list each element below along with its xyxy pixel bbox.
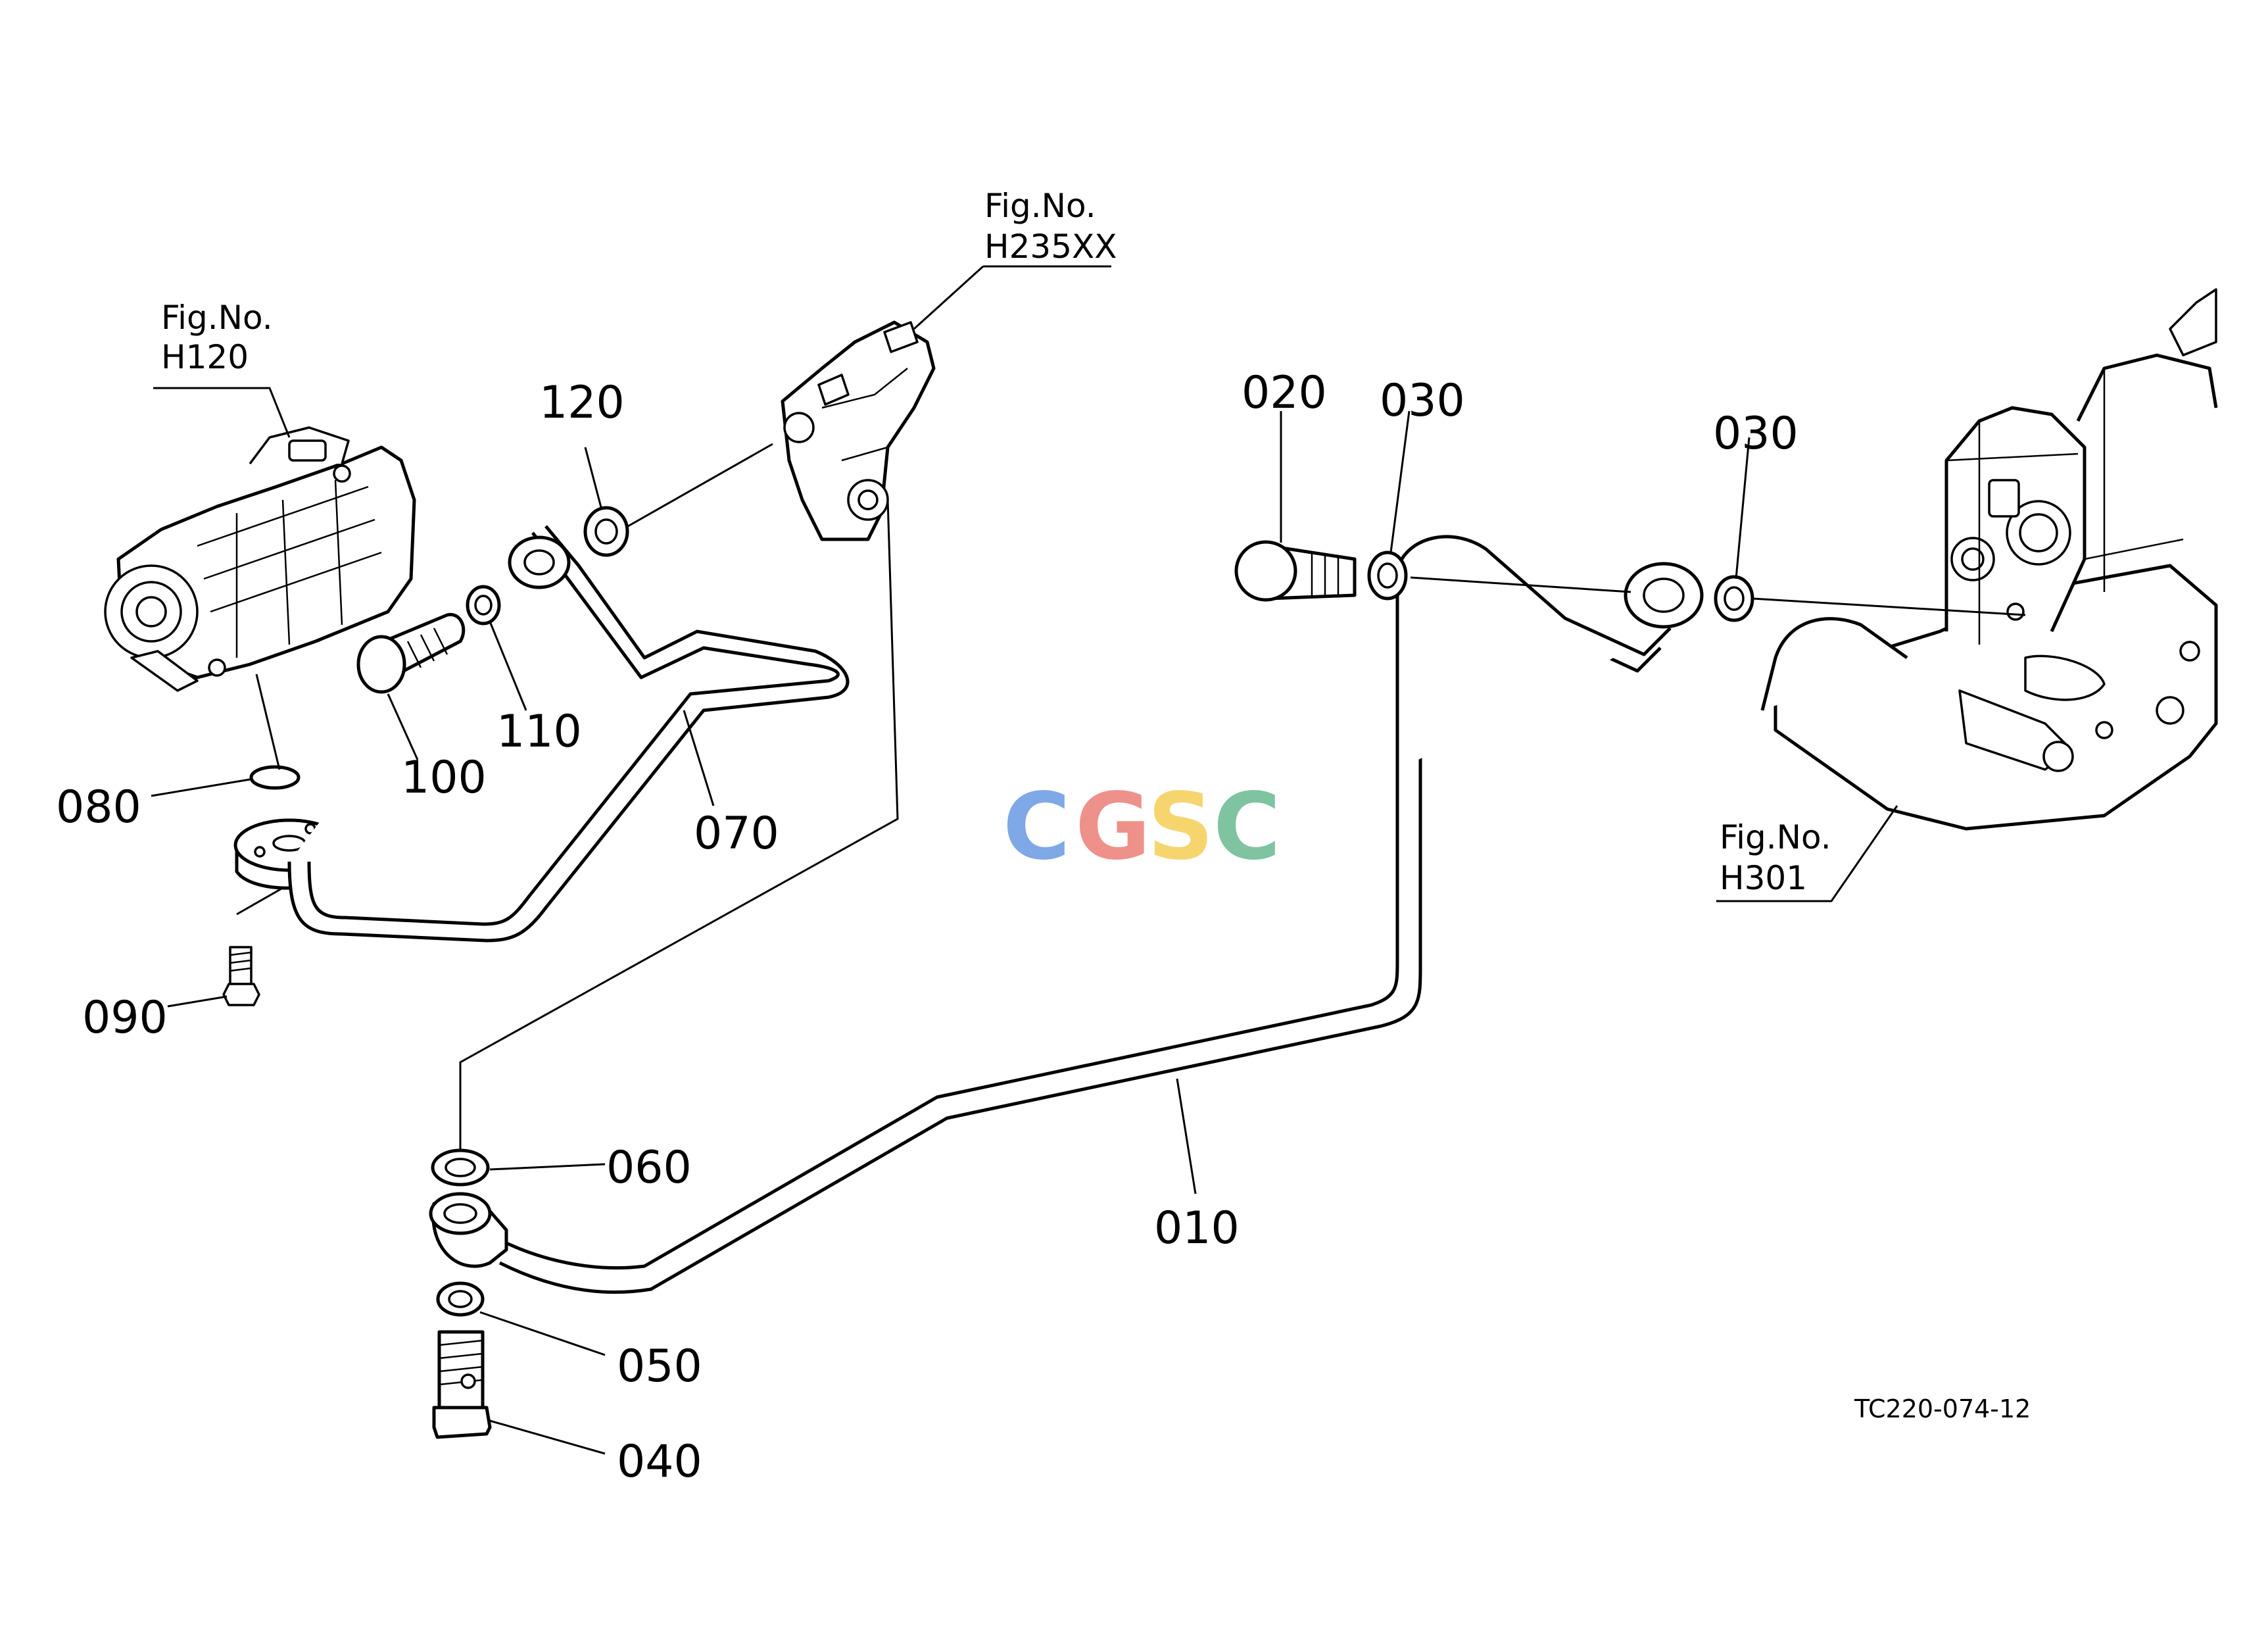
part-label-010: 010 [1154,1202,1240,1254]
part-label-030-left: 030 [1380,375,1465,427]
part-label-040: 040 [617,1436,702,1488]
part-label-090: 090 [82,992,168,1044]
banjo-eye-070 [508,535,571,589]
part-label-050: 050 [617,1340,702,1392]
part-label-020: 020 [1242,367,1327,419]
watermark-letter-3: S [1147,774,1214,881]
valve-h235xx-drawing [781,320,936,541]
part-label-060: 060 [606,1142,692,1194]
hydraulic-pump-drawing [104,426,416,692]
banjo-bolt-100-drawing [356,612,466,694]
banjo-bolt-020-drawing [1234,540,1357,602]
banjo-bolt-040-drawing [432,1330,492,1439]
fig-ref-h301-code: H301 [1720,859,1807,897]
part-label-030-right: 030 [1713,408,1798,460]
part-label-100: 100 [401,752,487,804]
cgsc-watermark: C G S C [1003,774,1281,881]
watermark-letter-4: C [1213,774,1281,881]
housing-h301-drawing [1760,288,2218,831]
leader-lines [151,265,2026,1455]
watermark-letter-2: G [1075,774,1151,881]
fig-ref-h235xx-label: Fig.No. [984,187,1096,225]
fig-ref-h120-label: Fig.No. [161,299,273,337]
bolt-090-drawing [222,946,260,1006]
part-label-080: 080 [56,781,141,833]
part-label-110: 110 [496,706,582,758]
fig-ref-h120-code: H120 [161,338,249,376]
fig-ref-h301-label: Fig.No. [1720,818,1831,856]
banjo-eye-010-left [429,1192,508,1268]
fig-ref-h235xx-code: H235XX [984,228,1117,266]
o-ring-080 [249,765,301,790]
part-label-120: 120 [539,377,625,429]
drawing-code: TC220-074-12 [1854,1394,2031,1423]
part-label-070: 070 [694,808,779,860]
watermark-letter-1: C [1003,774,1071,881]
banjo-eye-010-right [1624,562,1704,629]
